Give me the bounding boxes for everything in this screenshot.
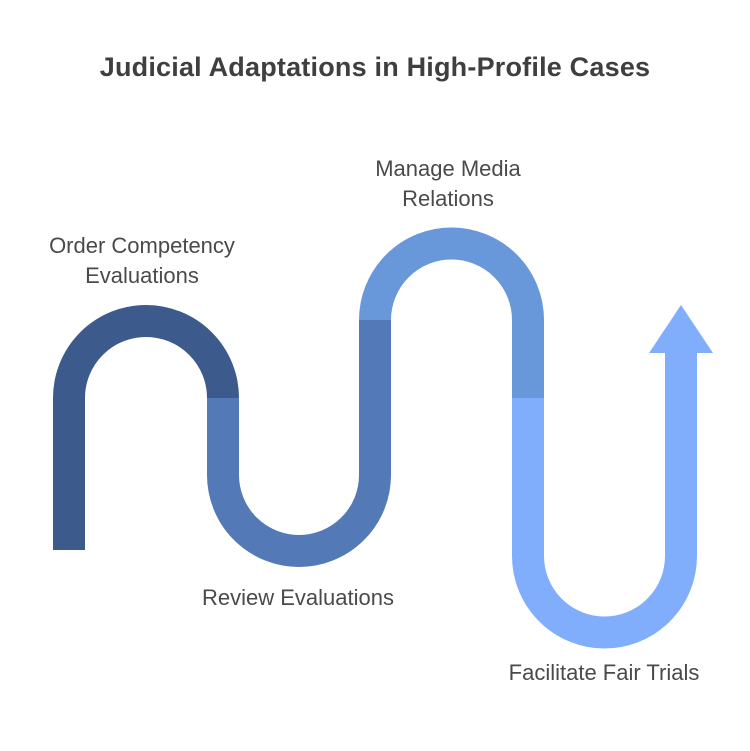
step-label-line: Evaluations [85, 263, 199, 288]
step-label-line: Relations [402, 186, 494, 211]
step-label-order-competency-evaluations: Order Competency Evaluations [22, 231, 262, 291]
path-segment-step-1 [53, 305, 239, 550]
path-segment-step-2 [207, 320, 391, 567]
step-label-line: Facilitate Fair Trials [508, 660, 700, 685]
path-segment-step-3 [359, 227, 544, 398]
step-label-line: Manage Media [375, 156, 521, 181]
path-segment-step-4 [512, 352, 697, 649]
page-title: Judicial Adaptations in High-Profile Cas… [99, 52, 651, 82]
step-label-facilitate-fair-trials: Facilitate Fair Trials [484, 658, 724, 688]
step-label-review-evaluations: Review Evaluations [178, 583, 418, 613]
step-label-manage-media-relations: Manage Media Relations [330, 154, 566, 214]
step-label-line: Review Evaluations [202, 585, 394, 610]
step-label-line: Order Competency [49, 233, 235, 258]
arrow-up-icon [649, 305, 713, 353]
